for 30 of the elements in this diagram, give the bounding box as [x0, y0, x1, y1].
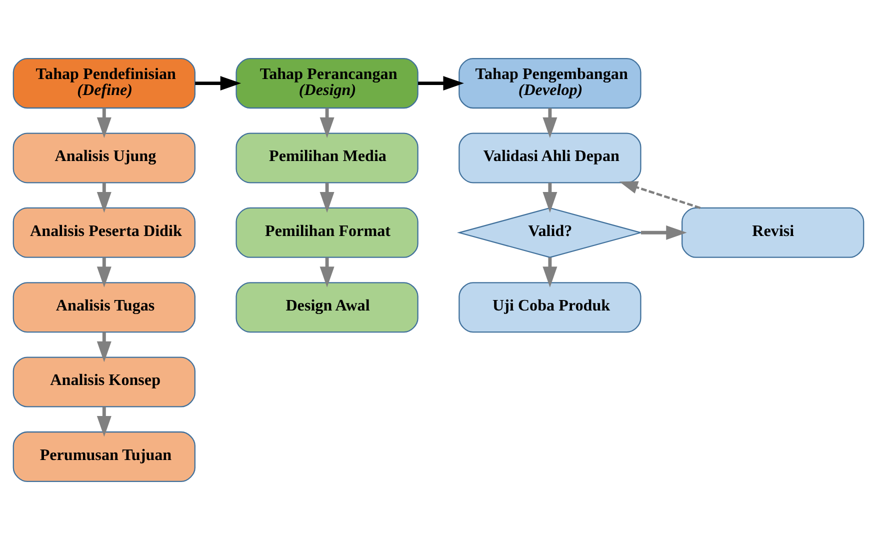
arrow	[640, 224, 687, 240]
arrow	[96, 406, 112, 436]
arrow	[96, 257, 112, 287]
arrow	[195, 76, 242, 90]
node-box: Perumusan Tujuan	[12, 430, 196, 482]
arrow	[619, 180, 701, 209]
arrow	[542, 182, 558, 212]
node-box: Tahap Pengembangan (Develop)	[458, 58, 642, 108]
arrow	[542, 257, 558, 287]
node-box: Analisis Peserta Didik	[12, 206, 196, 258]
node-box: Design Awal	[236, 282, 418, 332]
node-box: Uji Coba Produk	[458, 282, 642, 332]
node-diamond: Valid?	[457, 206, 643, 258]
arrow	[96, 108, 112, 138]
arrow	[96, 332, 112, 362]
arrow	[320, 257, 334, 287]
node-box: Analisis Tugas	[12, 282, 196, 332]
node-box: Analisis Konsep	[12, 356, 196, 407]
arrow	[320, 182, 334, 212]
node-box: Tahap Pendefinisian (Define)	[12, 58, 196, 108]
node-box: Revisi	[682, 206, 864, 258]
arrow	[320, 108, 334, 138]
node-box: Analisis Ujung	[12, 132, 196, 183]
arrow	[418, 76, 464, 90]
arrow	[542, 108, 558, 138]
node-box: Tahap Perancangan (Design)	[236, 58, 418, 108]
node-box: Pemilihan Format	[236, 206, 418, 258]
arrow	[96, 182, 112, 212]
node-box: Pemilihan Media	[236, 132, 418, 183]
node-box: Validasi Ahli Depan	[458, 132, 642, 183]
